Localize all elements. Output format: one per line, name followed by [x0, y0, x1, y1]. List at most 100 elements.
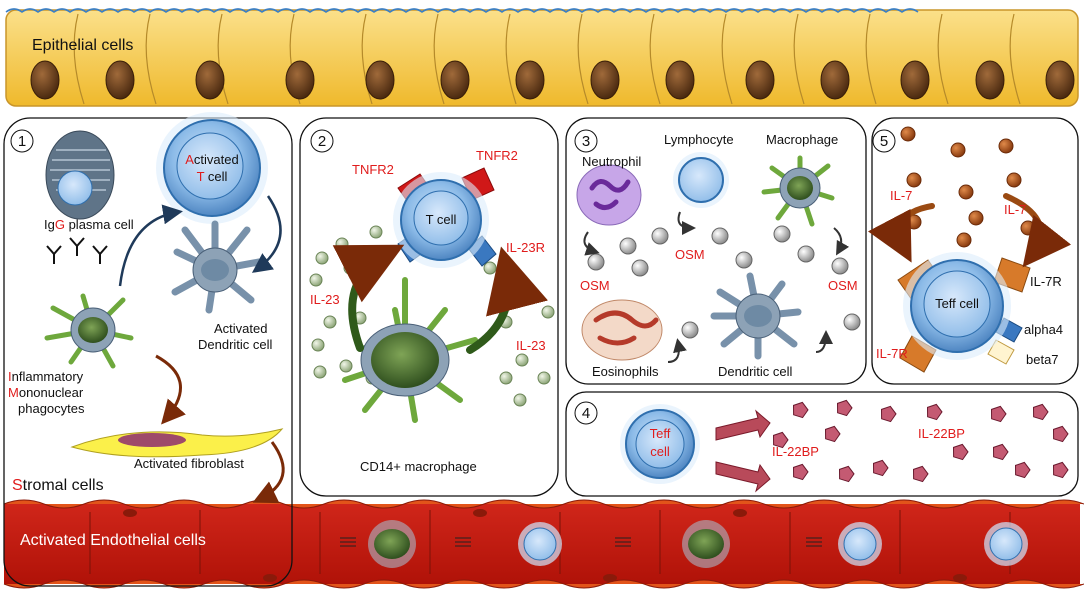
il22bp-left-label: IL-22BP — [772, 444, 819, 459]
panel-3-number: 3 — [582, 133, 590, 150]
panel3-dendritic-cell — [710, 272, 802, 360]
cytokine-dot — [369, 225, 383, 239]
activated-dendritic-label-line2: Dendritic cell — [198, 337, 273, 352]
panel4-arrows — [715, 409, 771, 493]
il7-molecules — [900, 126, 1036, 248]
il7-molecule — [956, 232, 972, 248]
teff-label-line1: Teff — [650, 426, 671, 441]
panel4-teff-cell — [620, 404, 700, 484]
panel3-macrophage — [761, 155, 835, 227]
panel3-dendritic-label: Dendritic cell — [718, 364, 793, 379]
epithelial-nucleus — [975, 60, 1005, 100]
cytokine-dot — [339, 359, 353, 373]
osm-molecule — [587, 253, 605, 271]
cytokine-dot — [499, 371, 513, 385]
panel-1-frame — [3, 117, 293, 587]
osm-molecule — [735, 251, 753, 269]
osm-molecule — [711, 227, 729, 245]
activated-t-cell-label-line2: T cell — [197, 169, 228, 184]
epithelial-cell-border — [433, 13, 445, 105]
epithelial-cell-border — [721, 13, 733, 105]
il22bp-molecule — [880, 405, 897, 423]
epithelial-cell-border — [577, 13, 589, 105]
il22bp-molecule — [872, 459, 889, 477]
epithelial-cell-border — [217, 13, 229, 105]
cytokine-dot — [313, 365, 327, 379]
epithelial-nucleus — [285, 60, 315, 100]
il7-molecule — [906, 172, 922, 188]
arrow-il7-right — [1003, 193, 1072, 268]
epithelial-cell-border — [361, 13, 373, 105]
panel3-small-arrows — [583, 211, 850, 363]
endothelium-monocyte-2 — [682, 520, 730, 568]
panel-5-number-badge — [872, 129, 896, 153]
panel-3-frame — [565, 117, 867, 385]
epithelial-nucleus — [1045, 60, 1075, 100]
imp-label-line2: Mononuclear — [8, 385, 84, 400]
il22bp-molecule — [1014, 461, 1031, 479]
endothelial-cells-label: Activated Endothelial cells — [20, 532, 206, 549]
il7-molecule — [950, 142, 966, 158]
activated-t-cell — [156, 112, 268, 224]
panel5-teff-cell — [903, 252, 1011, 360]
arrow-il23-right — [466, 246, 548, 354]
inflammatory-mononuclear-phagocyte — [44, 293, 134, 369]
activated-fibroblast-label: Activated fibroblast — [134, 456, 244, 471]
panel-4-number: 4 — [582, 405, 590, 422]
epithelial-cell-border — [1009, 13, 1021, 105]
arrow-t-cell-to-dendritic — [251, 195, 282, 273]
activated-fibroblast — [70, 428, 284, 458]
panel-3-number-badge — [574, 129, 598, 153]
cytokine-dot — [521, 287, 535, 301]
cytokine-dot — [335, 237, 349, 251]
epithelial-nucleus — [440, 60, 470, 100]
il7r-left-label: IL-7R — [876, 346, 908, 361]
cytokine-dot — [483, 261, 497, 275]
endothelium-lymphocyte-3 — [984, 522, 1028, 566]
panel-2-frame — [299, 117, 559, 497]
il22bp-molecule — [912, 465, 929, 483]
panel-1-number-badge — [10, 129, 34, 153]
il22bp-molecule — [824, 425, 841, 443]
il22bp-right-label: IL-22BP — [918, 426, 965, 441]
panel-2-number-badge — [310, 129, 334, 153]
osm-left-label: OSM — [580, 278, 610, 293]
il22bp-molecule — [1052, 425, 1069, 443]
osm-molecule — [619, 237, 637, 255]
il7r-right-label: IL-7R — [1030, 274, 1062, 289]
cytokine-dot — [515, 353, 529, 367]
panel-4-frame — [565, 391, 1079, 497]
cytokine-dot — [309, 273, 323, 287]
il23r-label: IL-23R — [506, 240, 545, 255]
endothelium-lymphocyte-1 — [518, 522, 562, 566]
epithelial-cell-border — [865, 13, 877, 105]
cytokine-dot — [541, 305, 555, 319]
beta7-label: beta7 — [1026, 352, 1059, 367]
panel-5-number: 5 — [880, 133, 888, 150]
epithelial-nucleus — [900, 60, 930, 100]
teff-label-line2: cell — [650, 444, 670, 459]
arrow-fibroblast-to-endothelium — [252, 441, 285, 504]
panel3-osm-dots — [587, 225, 861, 339]
arrow-imp-to-t-cell — [118, 204, 183, 287]
epithelial-nucleus — [105, 60, 135, 100]
il23-right-label: IL-23 — [516, 338, 546, 353]
osm-molecule — [831, 257, 849, 275]
cytokine-dot — [513, 393, 527, 407]
epithelial-nucleus — [515, 60, 545, 100]
arrow-il23-left — [332, 244, 405, 352]
osm-center-label: OSM — [675, 247, 705, 262]
stromal-cells-label: Stromal cells — [12, 477, 104, 494]
il23-left-label: IL-23 — [310, 292, 340, 307]
imp-label-line3: phagocytes — [18, 401, 85, 416]
osm-molecule — [773, 225, 791, 243]
panel-2-number: 2 — [318, 133, 326, 150]
il7-right-label: IL-7 — [1004, 202, 1026, 217]
epithelial-cell-border — [649, 13, 661, 105]
osm-molecule — [631, 259, 649, 277]
eosinophil — [581, 299, 663, 361]
osm-right-label: OSM — [828, 278, 858, 293]
alpha4-label: alpha4 — [1024, 322, 1063, 337]
